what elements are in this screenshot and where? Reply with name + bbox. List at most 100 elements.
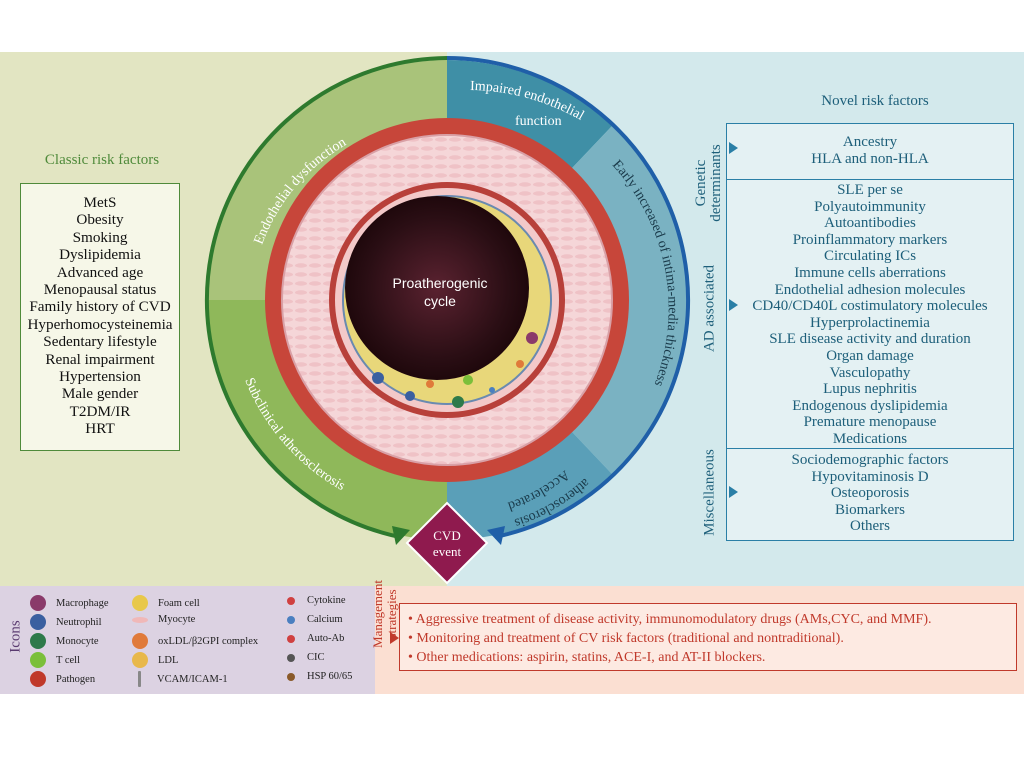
ad-associated-item: Autoantibodies xyxy=(824,215,916,232)
legend-label: Myocyte xyxy=(158,614,196,625)
classic-risk-factor-item: Sedentary lifestyle xyxy=(43,333,157,351)
novel-risk-factors-title: Novel risk factors xyxy=(821,93,929,109)
legend-item-monocyte: Monocyte xyxy=(30,633,99,649)
ad-associated-item: CD40/CD40L costimulatory molecules xyxy=(752,298,988,315)
calcium-icon xyxy=(287,615,295,624)
lumen xyxy=(345,196,529,380)
classic-risk-factor-item: Dyslipidemia xyxy=(59,246,141,264)
green-arrow-head xyxy=(392,526,410,545)
management-label-line1: Management xyxy=(370,580,385,648)
legend-label: oxLDL/β2GPI complex xyxy=(158,635,259,647)
management-arrow xyxy=(390,632,399,644)
center-title-line2: cycle xyxy=(424,293,456,309)
auto-ab-icon xyxy=(287,634,295,643)
ad-associated-item: Premature menopause xyxy=(803,414,937,431)
ad-associated-item: Vasculopathy xyxy=(829,364,911,381)
miscellaneous-item: Osteoporosis xyxy=(830,485,910,502)
legend-item-neutrophil: Neutrophil xyxy=(30,614,102,630)
legend-label: Macrophage xyxy=(56,597,109,609)
classic-risk-factor-item: Smoking xyxy=(72,228,128,246)
genetic-determinant-item: Ancestry xyxy=(842,134,898,150)
legend-item-cic: CIC xyxy=(283,652,325,663)
legend-label: HSP 60/65 xyxy=(307,671,353,682)
hsp-icon xyxy=(287,672,295,681)
ad-associated-item: Immune cells aberrations xyxy=(794,264,946,281)
ad-associated-item: Lupus nephritis xyxy=(823,381,917,398)
cytokine-icon xyxy=(287,596,295,605)
legend-label: CIC xyxy=(307,652,325,663)
center-title-line1: Proatherogenic xyxy=(393,275,488,291)
classic-risk-factor-item: MetS xyxy=(83,194,117,211)
legend-label: LDL xyxy=(158,654,179,666)
legend-label: Neutrophil xyxy=(56,616,102,628)
legend-item-myocyte: Myocyte xyxy=(132,614,195,625)
green-arrow xyxy=(204,56,448,539)
macrophage-icon xyxy=(30,595,46,611)
legend-label: Calcium xyxy=(307,614,343,625)
classic-risk-factor-item: T2DM/IR xyxy=(69,402,131,420)
legend-item-hsp: HSP 60/65 xyxy=(283,671,352,682)
ad-associated-item: SLE disease activity and duration xyxy=(769,331,971,348)
classic-risk-factor-item: Menopausal status xyxy=(43,281,157,299)
management-strategy-item: Other medications: aspirin, statins, ACE… xyxy=(408,648,1016,667)
blue-arrow xyxy=(446,56,691,539)
myocyte-icon xyxy=(132,616,148,623)
miscellaneous-label: Miscellaneous xyxy=(701,449,718,536)
legend-item-foam-cell: Foam cell xyxy=(132,595,200,611)
genetic-determinants-label: Genetic determinants xyxy=(693,144,724,222)
miscellaneous-item: Sociodemographic factors xyxy=(791,452,949,468)
icons-label: Icons xyxy=(7,620,24,653)
ad-associated-item: Polyautoimmunity xyxy=(814,198,926,215)
ad-associated-item: Circulating ICs xyxy=(823,248,917,265)
classic-risk-factor-item: Renal impairment xyxy=(45,350,155,368)
legend-item-auto-ab: Auto-Ab xyxy=(283,633,344,644)
classic-risk-factor-item: Male gender xyxy=(61,385,139,403)
legend-label: Foam cell xyxy=(158,597,200,609)
classic-risk-factor-item: Family history of CVD xyxy=(29,298,171,316)
classic-risk-factor-item: HRT xyxy=(85,420,115,438)
foam-cell-icon xyxy=(132,595,148,611)
ad-associated-item: Endothelial adhesion molecules xyxy=(774,281,966,298)
ad-associated-item: Medications xyxy=(832,430,908,447)
ad-arrow xyxy=(729,299,738,311)
t-cell-icon xyxy=(30,652,46,668)
legend-item-pathogen: Pathogen xyxy=(30,671,95,687)
ldl-icon xyxy=(132,652,148,668)
management-strategy-item: Monitoring and treatment of CV risk fact… xyxy=(408,629,1016,648)
management-strategies-list: Aggressive treatment of disease activity… xyxy=(408,610,1016,667)
management-strategy-item: Aggressive treatment of disease activity… xyxy=(408,610,1016,629)
legend-item-oxldl: oxLDL/β2GPI complex xyxy=(132,633,258,649)
impaired-function-label-2: function xyxy=(515,114,562,129)
legend-label: Monocyte xyxy=(56,635,99,647)
legend-item-ldl: LDL xyxy=(132,652,178,668)
legend-item-t-cell: T cell xyxy=(30,652,80,668)
blue-arrow-head xyxy=(487,526,505,545)
legend-item-macrophage: Macrophage xyxy=(30,595,108,611)
legend-item-cytokine: Cytokine xyxy=(283,595,346,606)
ad-associated-item: Organ damage xyxy=(826,347,914,364)
ad-associated-item: Hyperprolactinemia xyxy=(810,314,930,331)
monocyte-icon xyxy=(30,633,46,649)
genetic-arrow xyxy=(729,142,738,154)
plaque-cells xyxy=(372,332,538,408)
classic-risk-factors-title: Classic risk factors xyxy=(44,152,160,168)
oxldl-icon xyxy=(132,633,148,649)
legend-label: VCAM/ICAM-1 xyxy=(157,673,228,685)
miscellaneous-item: Biomarkers xyxy=(835,501,905,518)
cvd-label: CVD xyxy=(433,528,460,543)
management-strategies-label: Management strategies xyxy=(370,569,399,659)
divider xyxy=(727,448,1013,449)
legend-label: Cytokine xyxy=(307,595,346,606)
legend-item-calcium: Calcium xyxy=(283,614,343,625)
legend-label: Pathogen xyxy=(56,673,96,685)
cvd-event-diamond xyxy=(405,501,489,585)
ad-associated-item: Proinflammatory markers xyxy=(792,231,948,248)
classic-risk-factor-item: Obesity xyxy=(76,211,124,229)
